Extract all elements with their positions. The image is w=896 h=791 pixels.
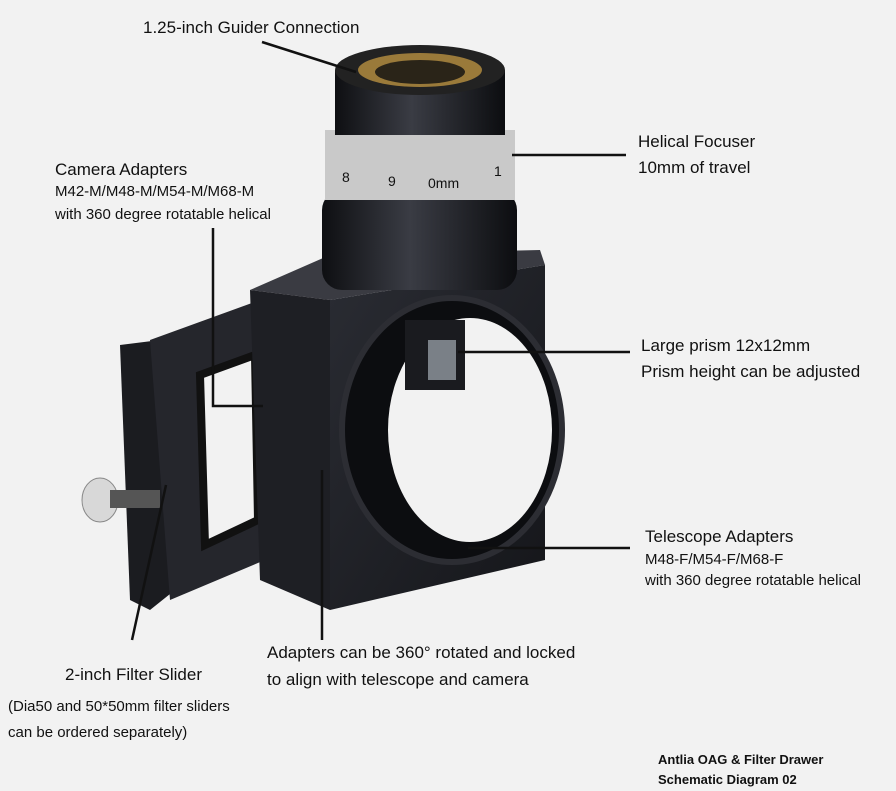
label-telescope-detail: with 360 degree rotatable helical [645,572,861,589]
leader-guider [261,40,357,74]
oag-body [250,250,565,610]
label-camera: Camera Adapters [55,160,188,179]
label-telescope: Telescope Adapters [645,527,794,546]
label-prism-detail: Prism height can be adjusted [641,362,861,381]
leader-slider [130,484,168,641]
scale-mark: 9 [388,173,396,189]
scale-mark: 1 [494,163,502,179]
label-telescope-models: M48-F/M54-F/M68-F [645,551,784,568]
label-rotation-2: to align with telescope and camera [267,670,529,689]
scale-mark: 0mm [428,175,459,191]
label-slider-note-2: can be ordered separately) [8,724,188,741]
caption-subtitle: Schematic Diagram 02 [658,772,797,787]
leader-camera [211,228,263,408]
label-slider-note: (Dia50 and 50*50mm filter sliders [8,698,230,715]
label-guider: 1.25-inch Guider Connection [143,18,360,37]
helical-focuser: 8 9 0mm 1 [322,45,517,290]
label-prism: Large prism 12x12mm [641,336,811,355]
label-camera-detail: with 360 degree rotatable helical [55,206,271,223]
scale-mark: 8 [342,169,350,185]
label-camera-models: M42-M/M48-M/M54-M/M68-M [55,183,255,200]
caption-title: Antlia OAG & Filter Drawer [658,752,824,767]
label-slider: 2-inch Filter Slider [65,665,202,684]
label-focuser: Helical Focuser [638,132,756,151]
label-focuser-detail: 10mm of travel [638,158,751,177]
label-rotation: Adapters can be 360° rotated and locked [267,643,576,662]
